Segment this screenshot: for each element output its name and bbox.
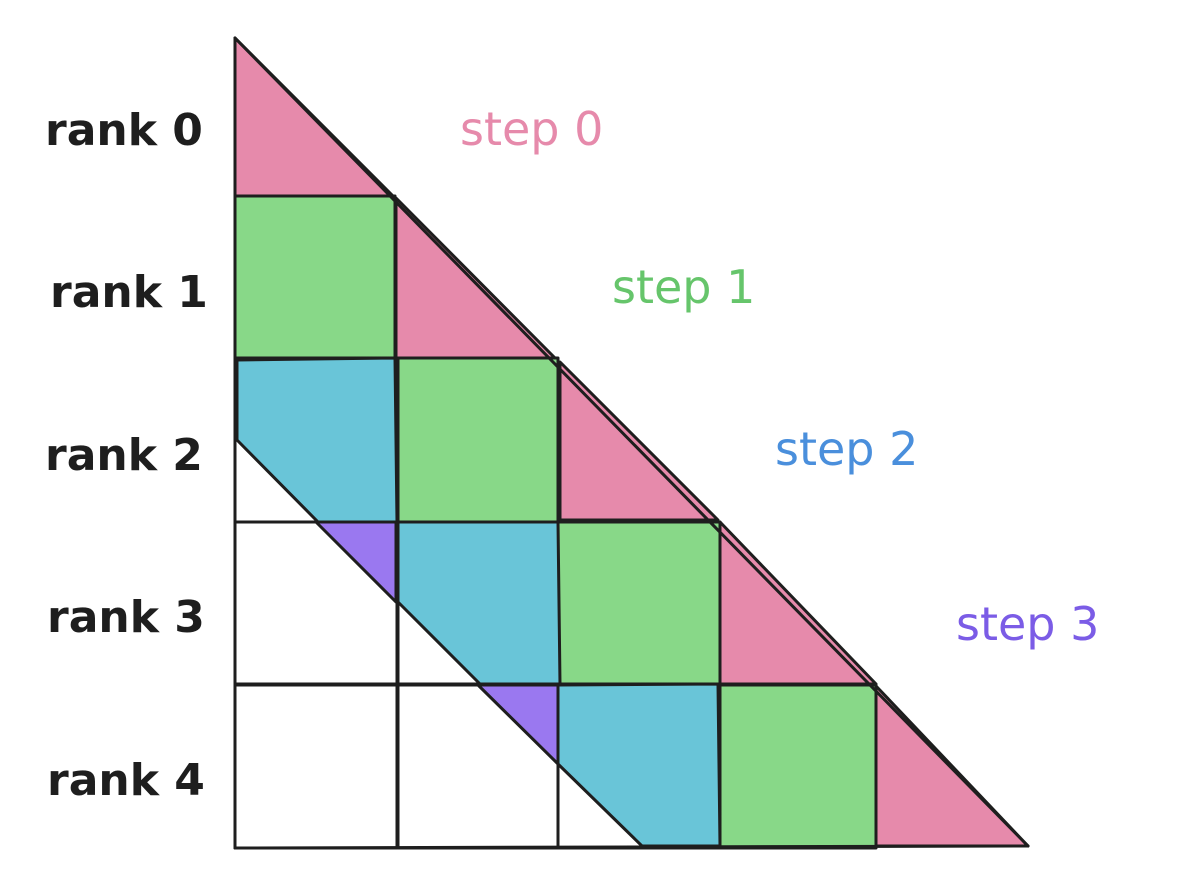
block-step1-r4 <box>718 683 878 850</box>
rank-label-4: rank 4 <box>47 755 205 806</box>
block-step1-r3 <box>556 520 722 686</box>
block-step3-r3 <box>314 520 398 604</box>
cell-r4-c0 <box>233 683 399 850</box>
step-label-0: step 0 <box>460 102 603 156</box>
step-label-2: step 2 <box>775 422 918 476</box>
rank-label-0: rank 0 <box>45 105 203 156</box>
step2-blocks <box>235 356 722 848</box>
rank-label-1: rank 1 <box>50 267 208 318</box>
block-step1-r2 <box>396 356 560 524</box>
step-label-3: step 3 <box>956 597 1099 651</box>
diagonal-edge <box>233 36 1030 848</box>
step-label-1: step 1 <box>612 260 755 314</box>
block-step0-r2 <box>558 360 720 522</box>
block-step3-r4 <box>476 683 560 766</box>
rank-label-3: rank 3 <box>47 592 205 643</box>
block-step0-r1 <box>394 196 557 360</box>
step3-blocks <box>314 520 560 766</box>
rank-label-2: rank 2 <box>45 430 203 481</box>
step-labels: step 0 step 1 step 2 step 3 <box>460 102 1099 651</box>
bottom-edge <box>233 844 1030 850</box>
block-step0-r3 <box>718 520 878 686</box>
block-step1-r1 <box>233 194 397 360</box>
rank-labels: rank 0 rank 1 rank 2 rank 3 rank 4 <box>45 105 208 806</box>
